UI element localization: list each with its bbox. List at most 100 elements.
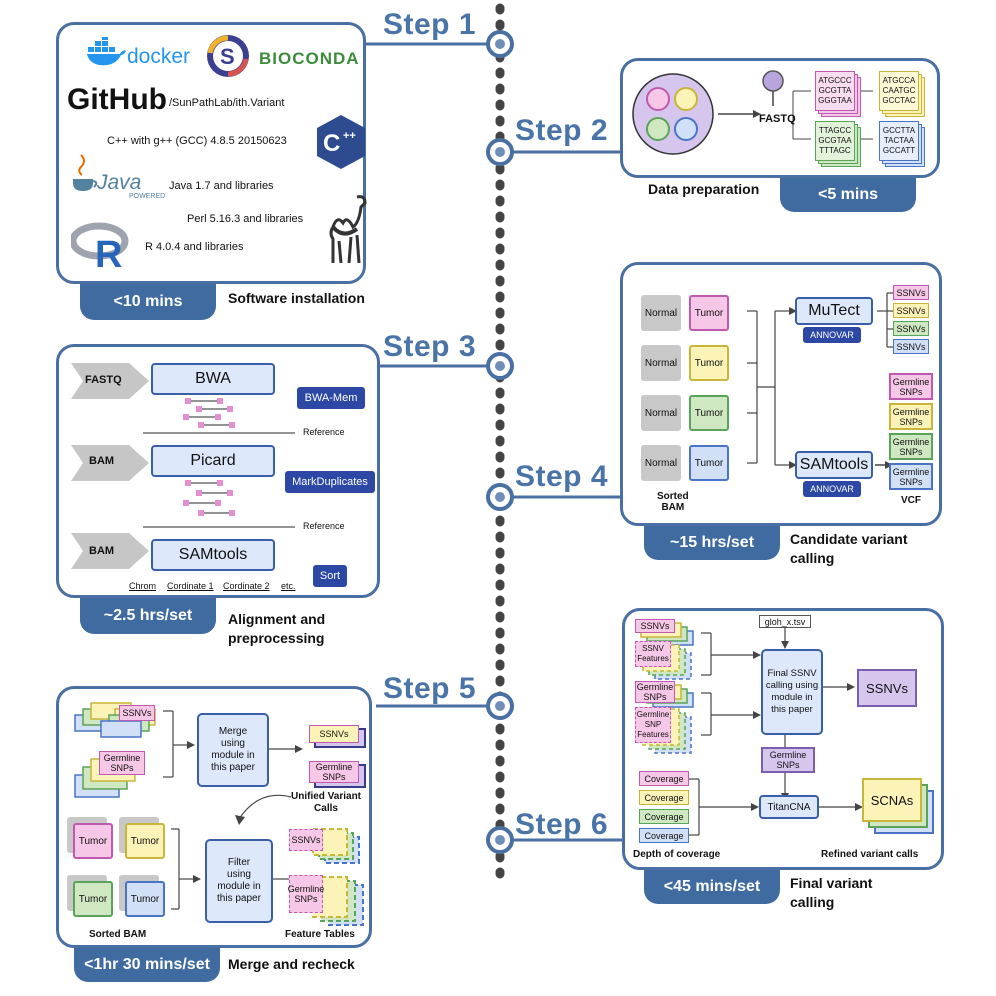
tumor-sample: Tumor (73, 823, 113, 859)
sort-badge: Sort (313, 565, 347, 587)
samtools-caller-box: SAMtools (795, 451, 873, 479)
normal-sample: Normal (641, 295, 681, 331)
normal-sample: Normal (641, 445, 681, 481)
step-6-caption: Final variant calling (790, 875, 873, 910)
bwa-mem-badge: BWA-Mem (297, 387, 365, 409)
merge-graphics (74, 702, 366, 926)
ssnvs-output: SSNVs (893, 321, 929, 336)
vcf-label: VCF (901, 495, 921, 506)
reference-label-2: Reference (303, 521, 345, 531)
seq-line: TACTAA (883, 136, 915, 145)
merge-box: Merge using module in this paper (197, 713, 269, 787)
unified-calls-label: Unified Variant Calls (291, 791, 362, 814)
java-cup-icon (69, 153, 98, 193)
step-2-time-badge: <5 mins (780, 178, 916, 212)
seq-line: GGGTAA (818, 96, 852, 105)
mutect-box: MuTect (795, 297, 873, 325)
step-5-caption: Merge and recheck (228, 956, 355, 972)
column-chrom: Chrom (129, 581, 157, 591)
step-1-label: Step 1 (383, 8, 477, 41)
bioconda-logo-text: BIOCONDA (259, 49, 360, 68)
r-logo-icon: R (71, 221, 133, 273)
samtools-box: SAMtools (151, 539, 275, 571)
svg-text:R: R (95, 234, 122, 273)
panel-alignment: FASTQ BWA BWA-Mem Reference BAM Picard M… (56, 344, 380, 598)
column-coord-1: Cordinate 1 (167, 581, 214, 591)
bwa-box: BWA (151, 363, 275, 395)
ssnvs-output: SSNVs (893, 339, 929, 354)
java-version-text: Java 1.7 and libraries (169, 180, 274, 192)
germline-output: Germline SNPs (889, 463, 933, 490)
svg-text:C: C (323, 130, 340, 157)
ssnvs-output: SSNVs (893, 303, 929, 318)
step-2-label: Step 2 (515, 114, 609, 147)
alignment-graphics (71, 363, 295, 569)
step-3-label: Step 3 (383, 330, 477, 363)
github-repo-text: /SunPathLab/ith.Variant (169, 97, 285, 109)
data-prep-graphics (632, 70, 873, 155)
step-4-time-badge: ~15 hrs/set (644, 526, 780, 560)
unified-ssnvs-card: SSNVs (309, 725, 359, 743)
normal-sample: Normal (641, 395, 681, 431)
github-logo-text: GitHub (67, 83, 167, 116)
feature-ssnvs-card: SSNVs (289, 829, 323, 851)
calling-graphics (747, 292, 893, 469)
coverage-card: Coverage (639, 771, 689, 786)
coverage-card: Coverage (639, 809, 689, 824)
seq-line: CAATGC (882, 86, 916, 95)
perl-version-text: Perl 5.16.3 and libraries (187, 213, 304, 225)
singularity-logo-icon: S (205, 33, 249, 77)
ssnvs-output-box: SSNVs (857, 669, 917, 707)
tumor-sample: Tumor (125, 823, 165, 859)
panel-final-calling: SSNVs SSNV Features Germline SNPs Germli… (622, 608, 944, 870)
feature-germline-card: Germline SNPs (288, 875, 324, 913)
seq-line: GCCTAC (882, 96, 916, 105)
tumor-sample: Tumor (689, 445, 729, 481)
svg-text:S: S (220, 44, 235, 69)
step-4-caption: Candidate variant calling (790, 531, 908, 566)
germline-output: Germline SNPs (889, 403, 933, 430)
seq-line: TTAGCC (818, 126, 852, 135)
panel-merge-recheck: SSNVs Germline SNPs Merge using module i… (56, 686, 372, 948)
filter-box: Filter using module in this paper (205, 839, 273, 923)
fastq-label: FASTQ (759, 113, 796, 125)
ssnvs-output: SSNVs (893, 285, 929, 300)
coverage-card: Coverage (639, 828, 689, 843)
sorted-bam-label: Sorted BAM (657, 491, 689, 513)
coverage-card: Coverage (639, 790, 689, 805)
cpp-version-text: C++ with g++ (GCC) 4.8.5 20150623 (107, 135, 287, 147)
markduplicates-badge: MarkDuplicates (285, 471, 375, 493)
normal-sample: Normal (641, 345, 681, 381)
column-coord-2: Cordinate 2 (223, 581, 270, 591)
reference-label-1: Reference (303, 427, 345, 437)
titancna-box: TitanCNA (759, 795, 819, 819)
step-1-caption: Software installation (228, 290, 365, 306)
seq-line: ATGCCA (882, 76, 916, 85)
germline-output: Germline SNPs (889, 433, 933, 460)
depth-of-coverage-label: Depth of coverage (633, 849, 721, 860)
step-3-time-badge: ~2.5 hrs/set (80, 598, 216, 634)
java-powered-text: POWERED (129, 193, 166, 200)
tumor-sample: Tumor (689, 395, 729, 431)
final-ssnv-box: Final SSNV calling using module in this … (761, 649, 823, 735)
perl-camel-icon (325, 193, 369, 264)
seq-line: TTTAGC (819, 146, 851, 155)
seq-line: ATGCCC (818, 76, 852, 85)
step-2-caption: Data preparation (648, 181, 760, 197)
unified-germline-card: Germline SNPs (309, 761, 359, 783)
column-etc: etc. (281, 581, 296, 591)
svg-text:++: ++ (343, 130, 356, 142)
step-5-label: Step 5 (383, 672, 477, 705)
annovar-badge-1: ANNOVAR (803, 327, 861, 343)
java-logo-text: Java (97, 171, 142, 194)
step-6-label: Step 6 (515, 808, 609, 841)
germline-card: Germline SNPs (635, 681, 675, 703)
refined-calls-label: Refined variant calls (821, 849, 919, 860)
germline-card: Germline SNPs (99, 751, 145, 775)
cpp-logo-icon: C++ (315, 113, 365, 169)
